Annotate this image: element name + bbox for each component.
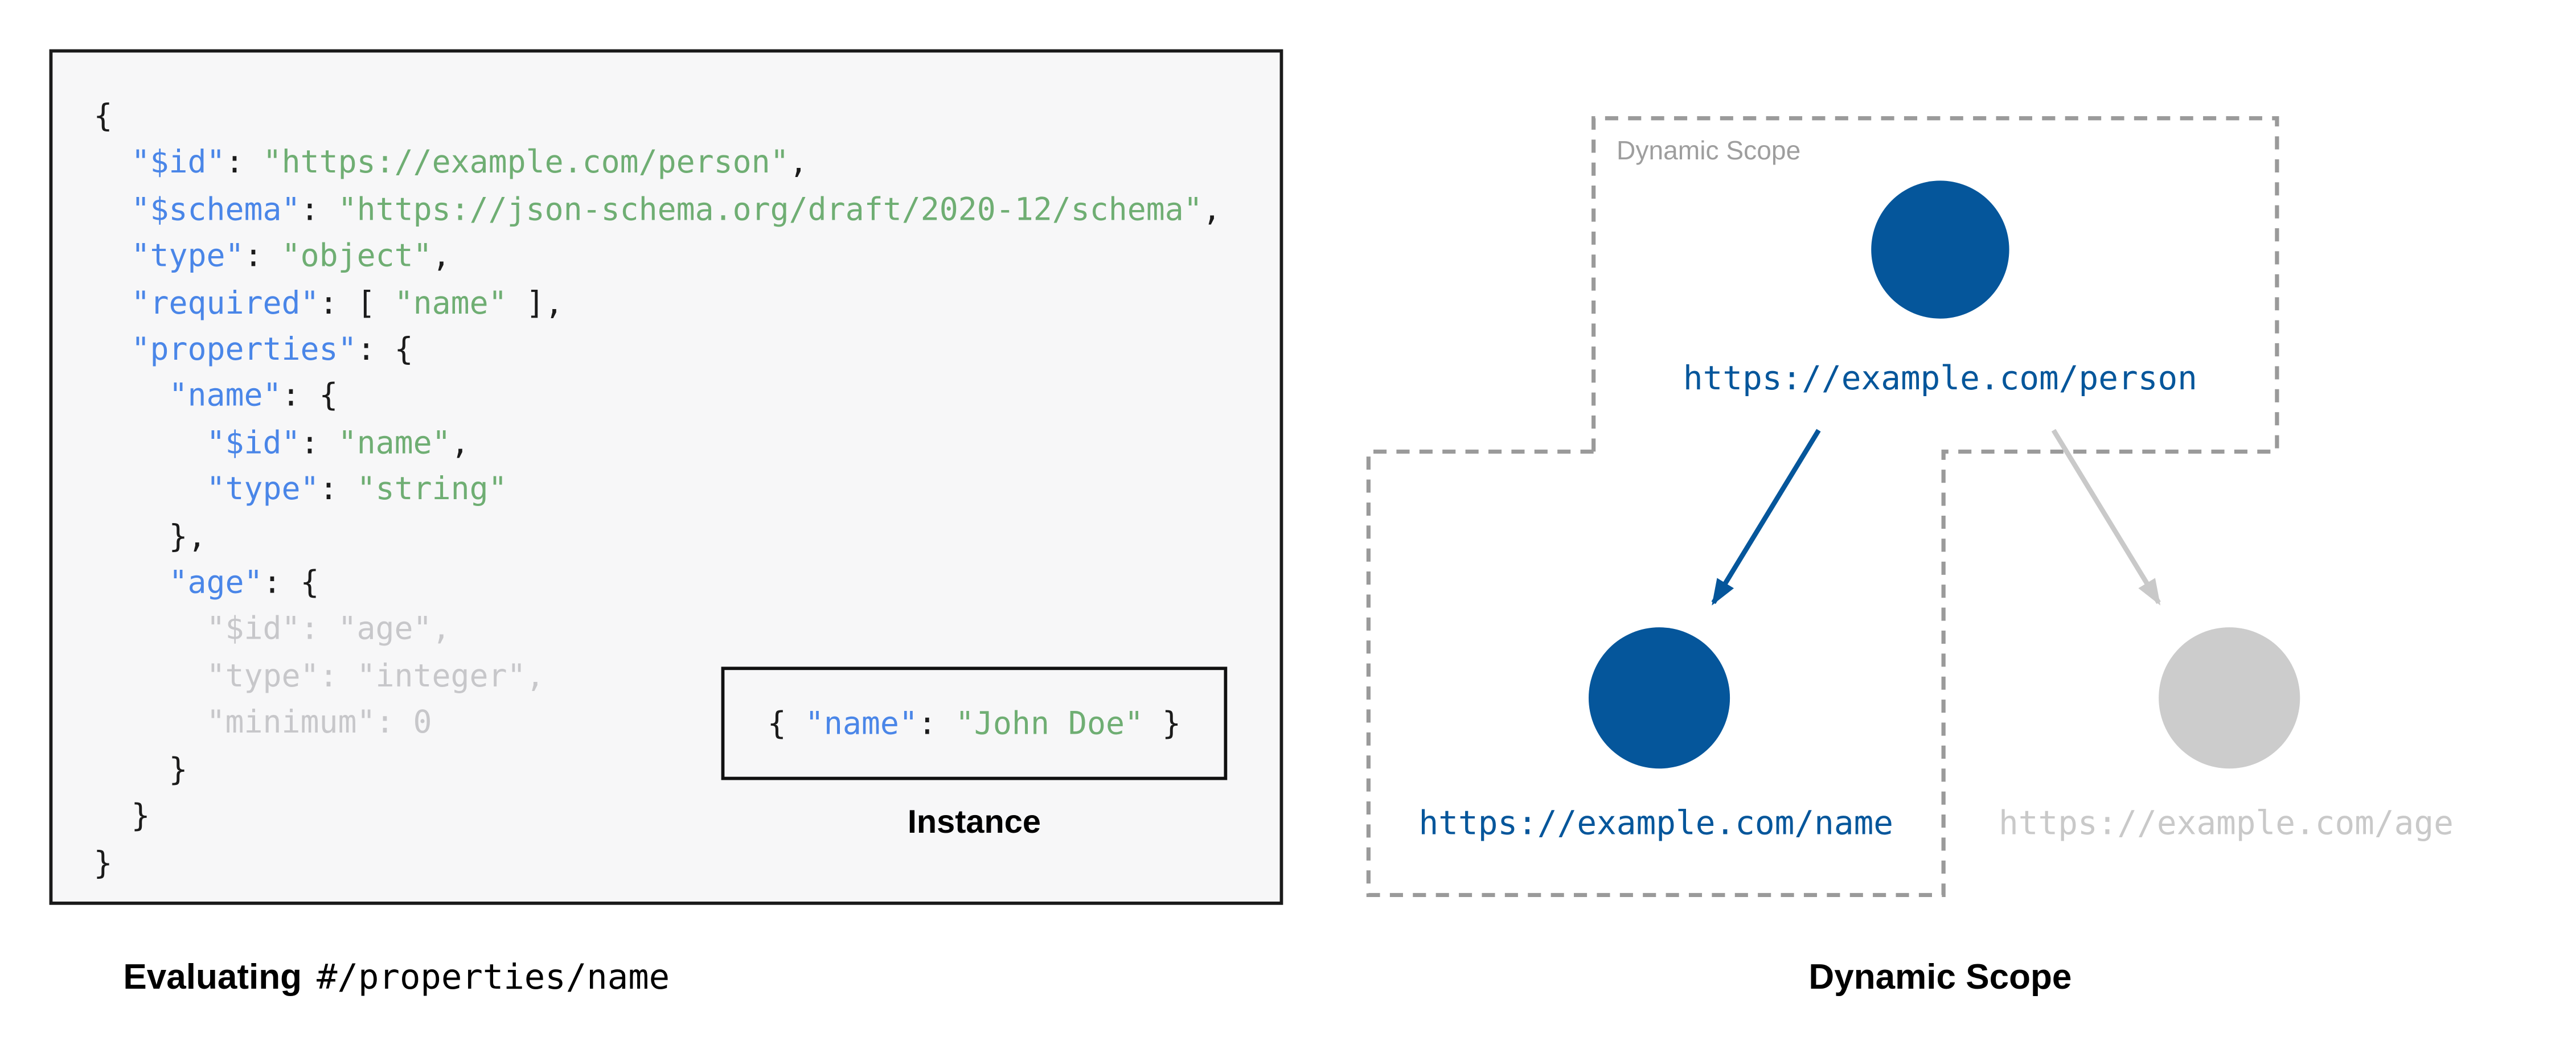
node-name-circle	[1588, 627, 1730, 769]
code-line: "properties": {	[93, 327, 1221, 373]
code-token: "name"	[394, 285, 507, 322]
code-line: {	[93, 93, 1221, 140]
code-line: "$id": "name",	[93, 420, 1221, 467]
schema-panel: { "$id": "https://example.com/person", "…	[49, 49, 1283, 905]
code-token: :	[300, 425, 338, 462]
right-caption: Dynamic Scope	[1808, 957, 2072, 997]
code-token: "https://json-schema.org/draft/2020-12/s…	[338, 192, 1203, 228]
code-token: "name"	[805, 705, 918, 742]
code-line: "type": "string"	[93, 467, 1221, 513]
code-line: "$id": "age",	[93, 607, 1221, 653]
node-person-circle	[1871, 180, 2009, 319]
code-token: ,	[1202, 192, 1221, 228]
code-token: "https://example.com/person"	[262, 145, 789, 182]
code-line: }	[93, 747, 1221, 793]
dynamic-scope-outline	[1366, 116, 2279, 898]
code-line: "type": "object",	[93, 233, 1221, 280]
code-token: "required"	[131, 285, 319, 322]
code-token: }	[93, 751, 188, 788]
code-token: }	[93, 798, 150, 834]
code-token: ,	[450, 425, 470, 462]
code-token: :	[300, 192, 338, 228]
code-token: :	[917, 705, 955, 742]
code-line: },	[93, 513, 1221, 560]
code-token: "name"	[169, 378, 282, 415]
instance-box: { "name": "John Doe" }	[721, 667, 1228, 780]
node-name-url: https://example.com/name	[1419, 804, 1894, 842]
code-token: : {	[281, 378, 338, 415]
code-token: }	[93, 845, 113, 881]
scope-box-label: Dynamic Scope	[1617, 135, 1800, 165]
code-token: "string"	[356, 471, 507, 508]
code-token: {	[93, 98, 113, 135]
code-line: "$id": "https://example.com/person",	[93, 140, 1221, 187]
code-token: "name"	[338, 425, 451, 462]
code-line: "minimum": 0	[93, 700, 1221, 747]
code-token: "John Doe"	[955, 705, 1143, 742]
code-token: }	[1143, 705, 1182, 742]
arrow-person-to-age	[2051, 429, 2161, 606]
code-token: :	[244, 238, 282, 275]
code-token: "$id"	[206, 425, 301, 462]
code-token: :	[225, 145, 263, 182]
code-token: "$schema"	[131, 192, 301, 228]
code-token: "$id": "age",	[93, 611, 451, 648]
code-token: :	[319, 471, 357, 508]
schema-code-block: { "$id": "https://example.com/person", "…	[93, 93, 1221, 886]
code-line: "$schema": "https://json-schema.org/draf…	[93, 187, 1221, 233]
arrow-person-to-name	[1711, 429, 1821, 606]
code-token: {	[767, 705, 805, 742]
node-age-circle	[2159, 627, 2300, 769]
instance-label: Instance	[907, 804, 1041, 841]
code-token: "type": "integer",	[93, 658, 545, 695]
code-line: "required": [ "name" ],	[93, 280, 1221, 327]
code-token: "age"	[169, 565, 263, 602]
code-token: "type"	[206, 471, 319, 508]
node-age-url: https://example.com/age	[1999, 804, 2454, 842]
code-line: "type": "integer",	[93, 653, 1221, 700]
left-caption-json-pointer: #/properties/name	[317, 957, 670, 997]
code-line: }	[93, 840, 1221, 887]
code-line: "age": {	[93, 560, 1221, 607]
code-token: "object"	[281, 238, 432, 275]
node-person-url: https://example.com/person	[1683, 359, 2197, 397]
code-token: "$id"	[131, 145, 225, 182]
code-token: ,	[789, 145, 808, 182]
code-token: "type"	[131, 238, 244, 275]
instance-code: { "name": "John Doe" }	[768, 705, 1181, 741]
code-token: },	[93, 518, 207, 555]
code-token: ,	[432, 238, 451, 275]
code-token: "minimum": 0	[93, 705, 432, 742]
code-token: "properties"	[131, 331, 357, 368]
left-caption-evaluating: Evaluating	[123, 957, 302, 997]
code-token: : {	[356, 331, 413, 368]
code-token: : {	[262, 565, 319, 602]
code-line: }	[93, 793, 1221, 840]
code-line: "name": {	[93, 373, 1221, 420]
code-token: ],	[507, 285, 564, 322]
left-caption: Evaluating #/properties/name	[123, 957, 670, 998]
code-token: : [	[319, 285, 395, 322]
